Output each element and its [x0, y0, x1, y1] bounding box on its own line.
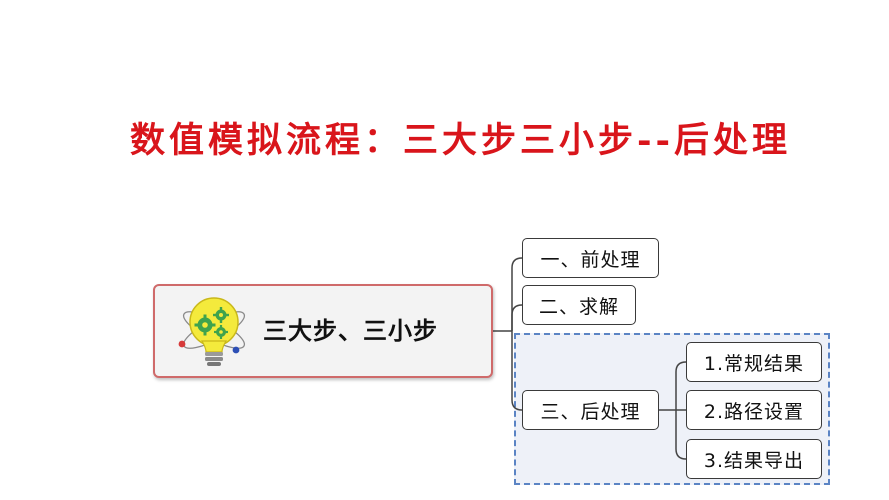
lightbulb-gears-icon: [178, 297, 246, 366]
branch-preprocessing[interactable]: 一、前处理: [522, 238, 659, 278]
root-label: 三大步、三小步: [263, 317, 438, 345]
page-title: 数值模拟流程：三大步三小步--后处理: [130, 120, 792, 161]
connector-branch-2: [511, 304, 523, 331]
connector-sub-3: [675, 410, 687, 460]
connector-branch-1: [511, 257, 523, 331]
root-node[interactable]: 三大步、三小步: [153, 284, 493, 378]
sub-node-regular-results[interactable]: 1.常规结果: [686, 342, 822, 382]
sub-node-result-export[interactable]: 3.结果导出: [686, 439, 822, 479]
connector-branch-3: [511, 331, 523, 411]
branch-solving[interactable]: 二、求解: [522, 285, 636, 325]
connector-sub-1: [675, 361, 687, 410]
branch-postprocessing[interactable]: 三、后处理: [522, 390, 659, 430]
sub-node-path-settings[interactable]: 2.路径设置: [686, 390, 822, 430]
